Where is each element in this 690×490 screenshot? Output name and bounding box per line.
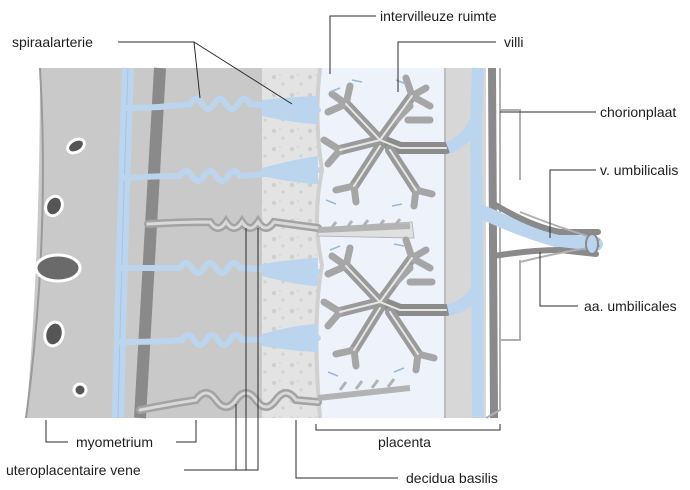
- label-v-umbilicalis: v. umbilicalis: [600, 162, 678, 178]
- umbilical-artery-2: [491, 246, 599, 259]
- label-spiraalarterie: spiraalarterie: [12, 34, 93, 50]
- spiral-artery-2: [119, 167, 321, 184]
- spiral-arteries: [115, 96, 321, 352]
- umbilical-vein: [471, 203, 603, 251]
- label-villi: villi: [504, 34, 523, 50]
- uteroplacental-veins: [136, 214, 411, 414]
- label-placenta: placenta: [378, 434, 431, 450]
- label-intervilleuze-ruimte: intervilleuze ruimte: [380, 8, 497, 24]
- radial-vessels: [112, 67, 166, 419]
- leader-myometrium: [45, 420, 197, 443]
- leader-spiraalarterie: [118, 41, 293, 105]
- chorion-outline: [485, 68, 521, 419]
- spiral-artery-4: [115, 332, 321, 348]
- chorionic-vein-blue: [445, 67, 484, 419]
- spiral-artery-3: [117, 260, 321, 276]
- flow-arrows: [325, 79, 407, 377]
- leader-aa-umbilicales: [539, 252, 578, 307]
- villous-tree-lower: [320, 236, 452, 374]
- vessel-oval-2: [44, 194, 64, 218]
- label-uteroplacentaire-vene: uteroplacentaire vene: [6, 462, 141, 478]
- label-decidua-basilis: decidua basilis: [406, 470, 498, 486]
- labels: spiraalarterie intervilleuze ruimte vill…: [6, 8, 678, 486]
- intervillous-space: [318, 68, 444, 418]
- leader-decidua-basilis: [295, 420, 398, 479]
- vessel-oval-3: [34, 253, 82, 283]
- villi-trees: [320, 74, 452, 377]
- myometrial-vessels: [34, 137, 88, 398]
- leader-v-umbilicalis: [549, 169, 596, 238]
- leader-placenta: [315, 424, 501, 431]
- label-myometrium: myometrium: [76, 434, 153, 450]
- villous-tree-upper: [320, 74, 452, 210]
- label-chorionplaat: chorionplaat: [600, 104, 676, 120]
- leader-intervilleuze-ruimte: [329, 15, 376, 74]
- umbilical-artery-1: [491, 201, 601, 235]
- chorionic-artery-gray: [488, 67, 498, 419]
- leader-uteroplacentaire-vene: [184, 228, 259, 471]
- vessel-oval-5: [72, 382, 88, 398]
- leader-villi: [397, 41, 496, 92]
- spiral-artery-1: [121, 96, 321, 113]
- radial-vein: [134, 67, 166, 419]
- leader-lines: [45, 15, 596, 479]
- cord-cross-section: [585, 233, 599, 255]
- label-aa-umbilicales: aa. umbilicales: [584, 298, 677, 314]
- umbilical-vessels: [445, 67, 603, 419]
- vessel-oval-4: [43, 320, 65, 348]
- vessel-oval-1: [66, 137, 86, 155]
